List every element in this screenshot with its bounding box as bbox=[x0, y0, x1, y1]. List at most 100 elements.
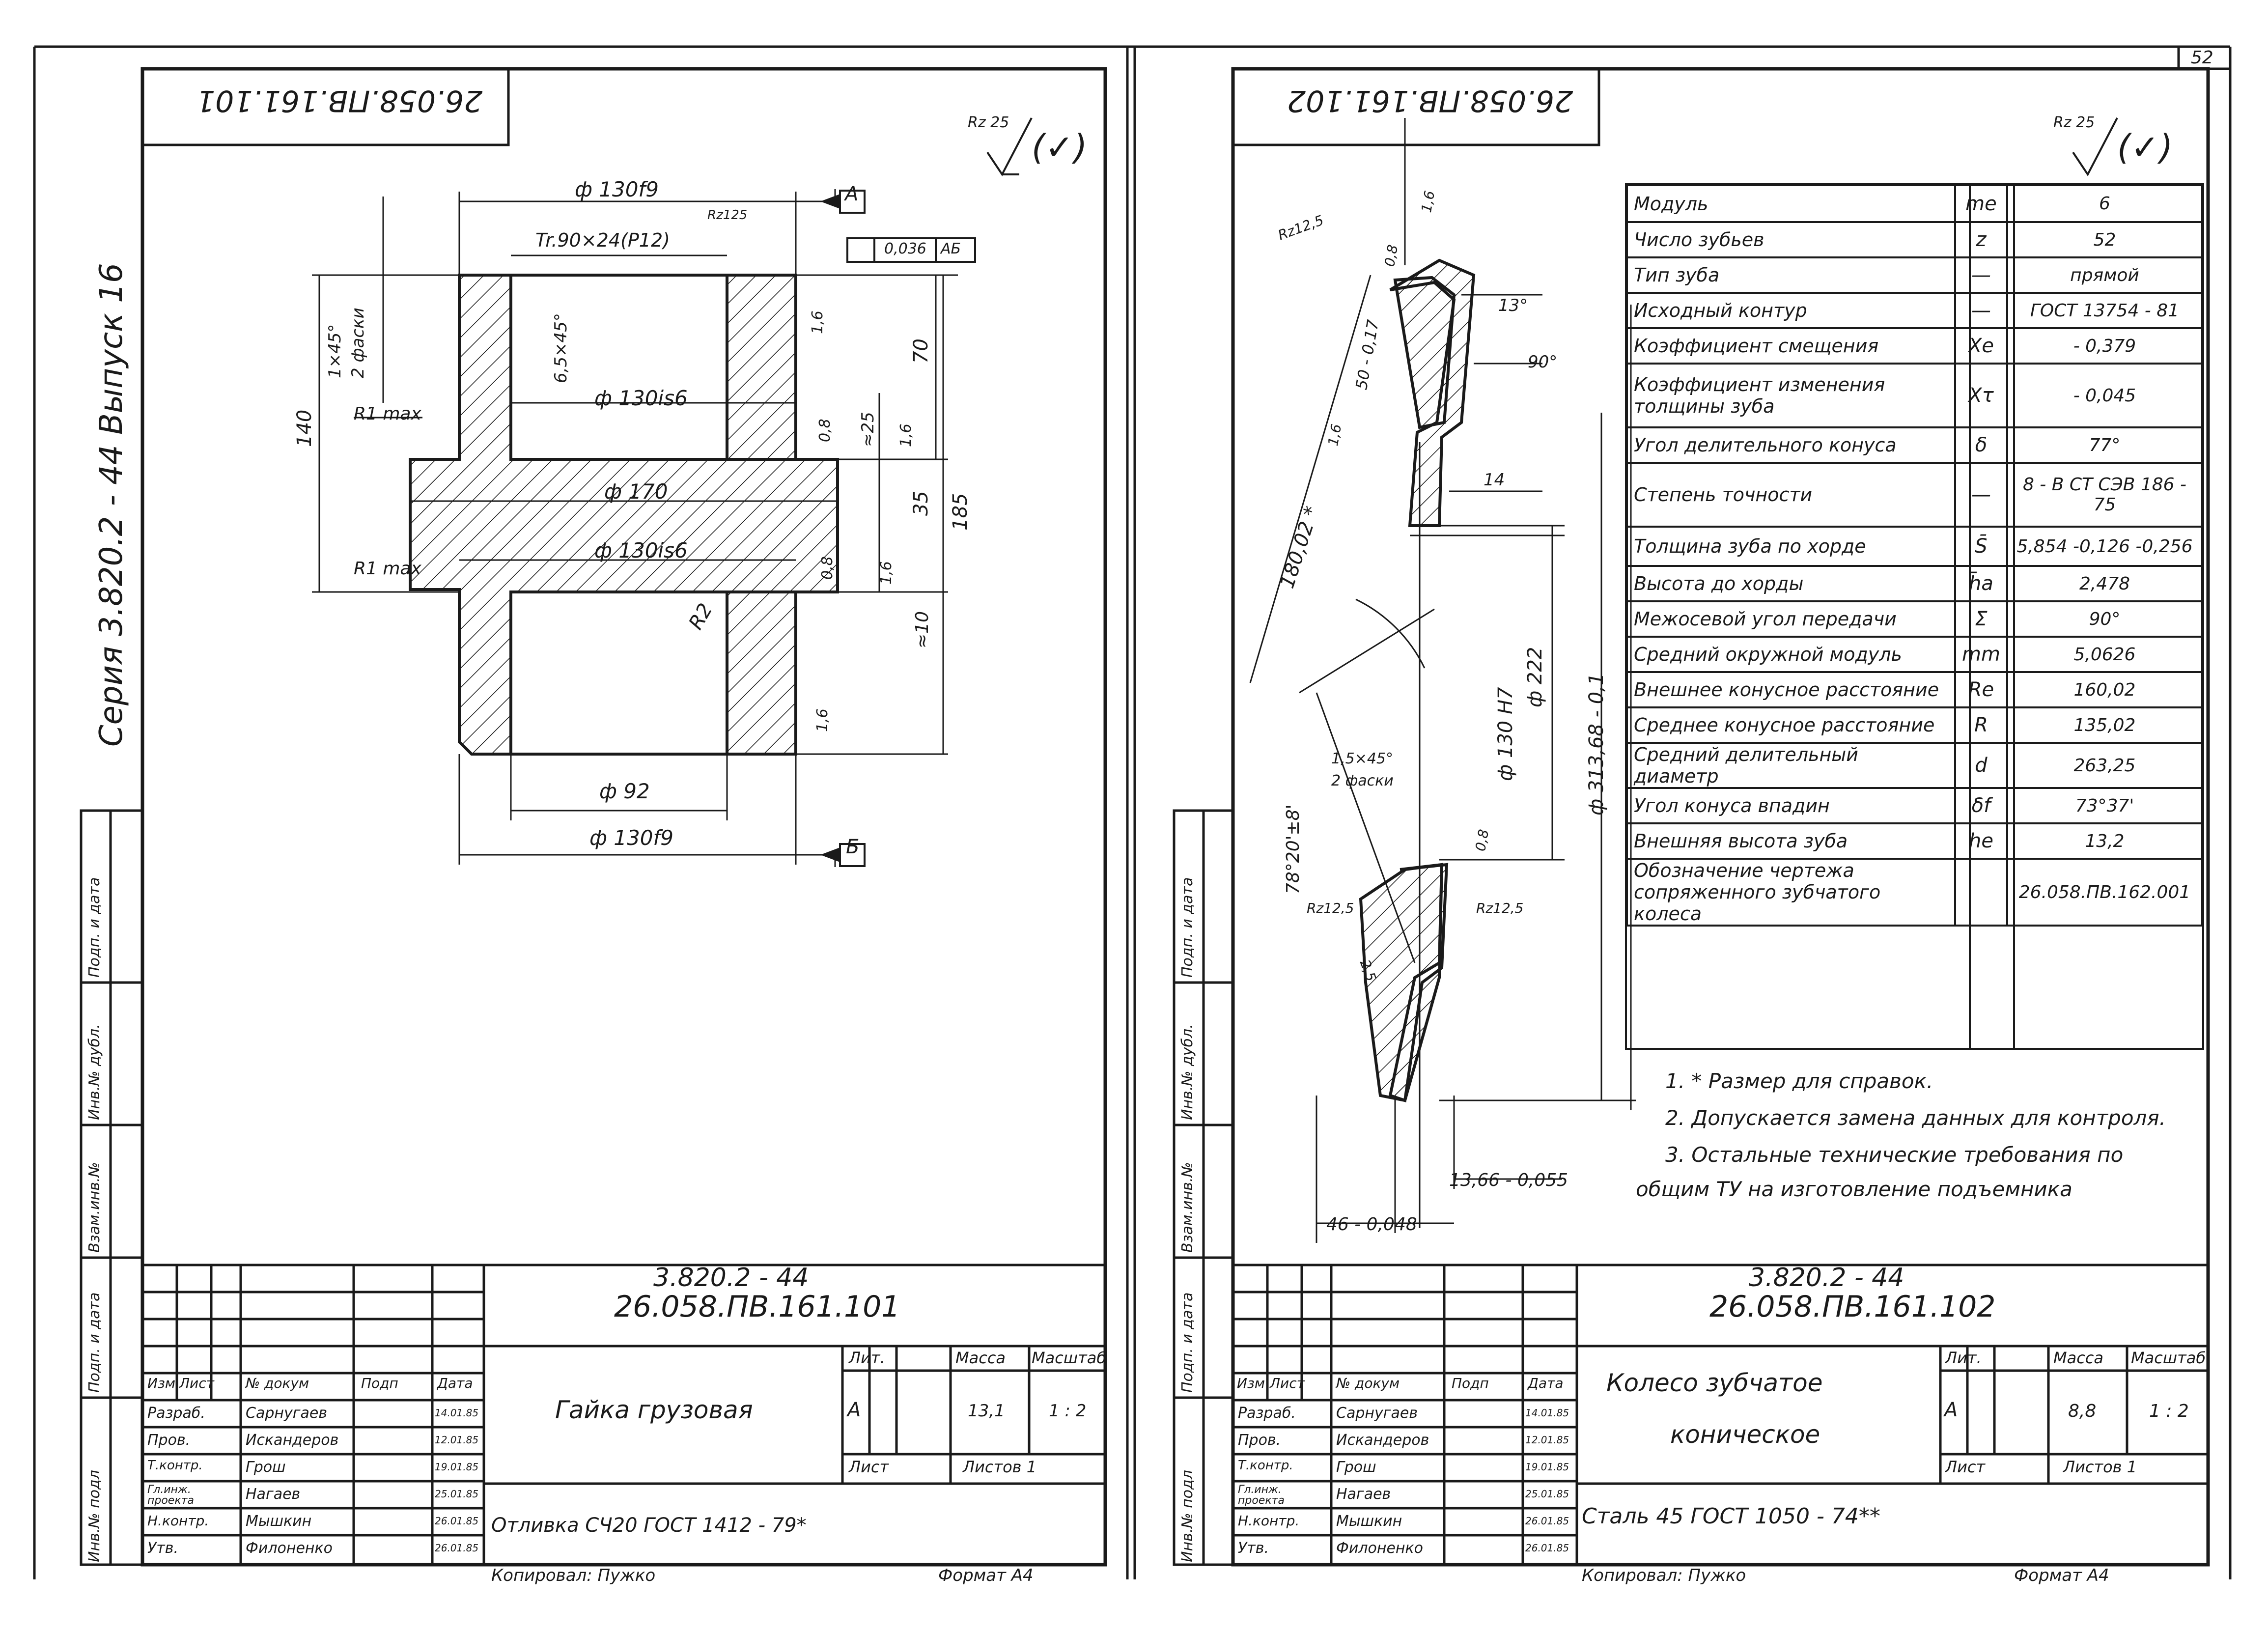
dim-thread: Tr.90×24(P12) bbox=[535, 229, 670, 251]
left-role-6: Утв. bbox=[147, 1540, 178, 1557]
left-head-list: Лист bbox=[179, 1375, 214, 1391]
param-val: - 0,379 bbox=[2006, 327, 2204, 365]
left-role-2: Пров. bbox=[147, 1432, 191, 1449]
left-name-4: Нагаев bbox=[246, 1486, 301, 1503]
right-side-cell-3: Взам.инв.№ bbox=[1179, 1162, 1196, 1253]
param-name: Толщина зуба по хорде bbox=[1626, 526, 1956, 567]
param-val: 52 bbox=[2006, 221, 2204, 258]
param-name: Межосевой угол передачи bbox=[1626, 600, 1956, 638]
dim-14: 14 bbox=[1484, 470, 1505, 490]
left-copied-by: Копировал: Пужко bbox=[491, 1566, 656, 1585]
dim-d130f9-bottom: ф 130f9 bbox=[589, 826, 673, 850]
param-val: 73°37' bbox=[2006, 787, 2204, 824]
right-role-6: Утв. bbox=[1238, 1540, 1269, 1557]
dim-chamfer: 1×45° bbox=[325, 324, 345, 378]
left-roughness-symbol: (✓) bbox=[1032, 127, 1088, 168]
dim-1366: 13,66 - 0,055 bbox=[1449, 1170, 1568, 1190]
right-scale-header: Масштаб bbox=[2131, 1349, 2206, 1367]
roughness-16-a: 1,6 bbox=[809, 310, 826, 334]
param-val: 90° bbox=[2006, 600, 2204, 638]
param-val: 160,02 bbox=[2006, 671, 2204, 708]
right-head-list: Лист bbox=[1270, 1375, 1305, 1391]
param-sym bbox=[1954, 858, 2008, 927]
left-lit-header: Лит. bbox=[849, 1349, 885, 1367]
left-date-2: 12.01.85 bbox=[435, 1434, 479, 1446]
dim-chamfer-count: 2 фаски bbox=[348, 308, 368, 378]
right-sheets-label: Листов 1 bbox=[2063, 1458, 2137, 1476]
dim-r08-b: 0,8 bbox=[1472, 828, 1492, 853]
right-role-2: Пров. bbox=[1238, 1432, 1281, 1449]
dim-d170: ф 170 bbox=[604, 479, 668, 504]
right-title-2: коническое bbox=[1670, 1420, 1820, 1449]
dim-70: 70 bbox=[910, 338, 932, 364]
left-mass-value: 13,1 bbox=[968, 1401, 1005, 1421]
left-side-cell-1: Инв.№ подл bbox=[86, 1470, 103, 1562]
left-head-izm: Изм bbox=[147, 1375, 175, 1391]
left-name-2: Искандеров bbox=[246, 1432, 339, 1449]
dim-35: 35 bbox=[910, 491, 932, 516]
left-format: Формат А4 bbox=[938, 1566, 1034, 1585]
right-stamp-mirror: 26.058.ПВ.161.102 bbox=[1287, 84, 1573, 118]
param-sym: S̄ bbox=[1954, 526, 2008, 567]
dim-d130h7: ф 130 Н7 bbox=[1494, 687, 1517, 781]
left-name-5: Мышкин bbox=[246, 1513, 312, 1530]
right-designation-2: 26.058.ПВ.161.102 bbox=[1709, 1290, 1996, 1324]
dim-d222: ф 222 bbox=[1524, 647, 1546, 707]
param-sym: Xτ bbox=[1954, 363, 2008, 428]
param-name: Степень точности bbox=[1626, 462, 1956, 528]
param-name: Средний окружной модуль bbox=[1626, 636, 1956, 673]
param-sym: R bbox=[1954, 706, 2008, 744]
left-side-cell-5: Подп. и дата bbox=[86, 877, 103, 978]
datum-a: А bbox=[845, 183, 859, 205]
param-val: 13,2 bbox=[2006, 822, 2204, 860]
left-sheets-label: Листов 1 bbox=[963, 1458, 1037, 1476]
dim-r1max-top: R1 max bbox=[354, 404, 421, 424]
dim-rz125: Rz125 bbox=[707, 208, 748, 223]
param-name: Среднее конусное расстояние bbox=[1626, 706, 1956, 744]
dim-90deg: 90° bbox=[1528, 352, 1558, 372]
left-title: Гайка грузовая bbox=[555, 1396, 753, 1424]
left-date-5: 26.01.85 bbox=[435, 1515, 479, 1527]
param-val: 6 bbox=[2006, 184, 2204, 223]
left-head-doc: № докум bbox=[246, 1375, 309, 1391]
left-name-1: Сарнугаев bbox=[246, 1405, 328, 1422]
dim-chamfer-gear-count: 2 фаски bbox=[1331, 772, 1394, 789]
left-stamp-mirror: 26.058.ПВ.161.101 bbox=[196, 84, 483, 118]
param-val: 135,02 bbox=[2006, 706, 2204, 744]
dim-13deg: 13° bbox=[1498, 296, 1528, 315]
right-lit-value: А bbox=[1944, 1399, 1958, 1421]
right-role-1: Разраб. bbox=[1238, 1405, 1296, 1422]
left-date-1: 14.01.85 bbox=[435, 1407, 479, 1419]
dim-r16-top: 1,6 bbox=[1418, 189, 1438, 214]
param-val: 2,478 bbox=[2006, 565, 2204, 602]
param-name: Исходный контур bbox=[1626, 292, 1956, 329]
right-side-cell-4: Инв.№ дубл. bbox=[1179, 1024, 1196, 1120]
param-val: 5,0626 bbox=[2006, 636, 2204, 673]
roughness-08-a: 0,8 bbox=[816, 419, 834, 442]
right-designation-1: 3.820.2 - 44 bbox=[1749, 1263, 1904, 1293]
right-name-5: Мышкин bbox=[1336, 1513, 1402, 1530]
param-name: Число зубьев bbox=[1626, 221, 1956, 258]
param-name: Высота до хорды bbox=[1626, 565, 1956, 602]
dim-46: 46 - 0,048 bbox=[1326, 1214, 1417, 1235]
right-scale-value: 1 : 2 bbox=[2149, 1401, 2189, 1421]
left-role-1: Разраб. bbox=[147, 1405, 205, 1422]
dim-d130is6-b: ф 130is6 bbox=[594, 538, 688, 562]
dim-r1max-bottom: R1 max bbox=[354, 559, 421, 579]
param-name: Внешнее конусное расстояние bbox=[1626, 671, 1956, 708]
dim-10: ≈10 bbox=[912, 611, 932, 648]
right-date-1: 14.01.85 bbox=[1525, 1407, 1569, 1419]
note-1: 1. * Размер для справок. bbox=[1665, 1069, 1933, 1093]
right-side-cell-1: Инв.№ подл bbox=[1179, 1470, 1196, 1562]
param-sym: me bbox=[1954, 184, 2008, 223]
left-head-date: Дата bbox=[437, 1375, 473, 1391]
